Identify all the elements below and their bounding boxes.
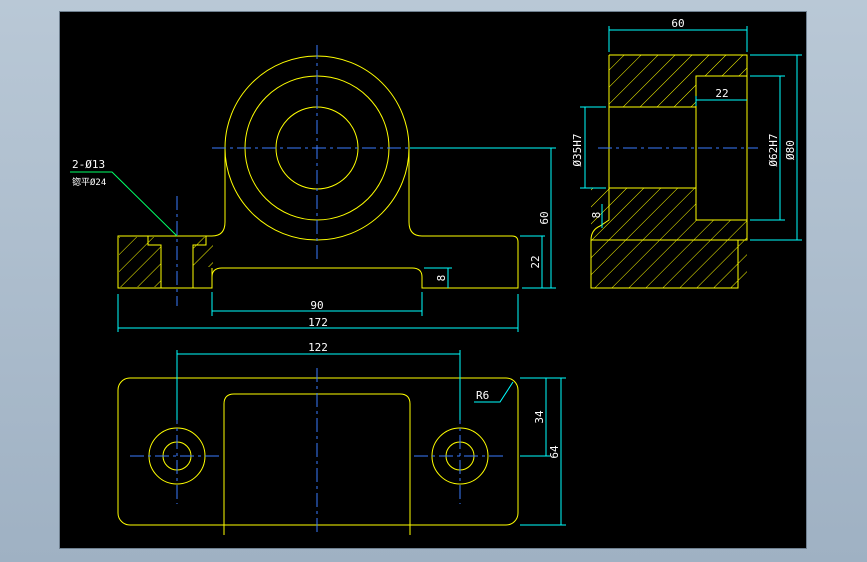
radius-leader (474, 381, 514, 403)
dim-bore-35: Ø35H7 (571, 133, 584, 166)
top-centerlines (130, 368, 507, 535)
front-centerlines (176, 45, 420, 306)
dim-60: 60 (538, 211, 551, 224)
dim-bore-62: Ø62H7 (767, 133, 780, 166)
hole-callout-text: 2-Ø13 (72, 158, 105, 171)
body-outline (117, 148, 519, 289)
front-dimensions (117, 147, 556, 332)
dim-172: 172 (308, 316, 328, 329)
dim-8: 8 (435, 275, 448, 282)
front-view (117, 55, 519, 289)
top-dim-text: 122 64 34 R6 (308, 341, 561, 459)
dim-34: 34 (533, 410, 546, 424)
dim-side-22: 22 (715, 87, 728, 100)
dim-outer-80: Ø80 (784, 140, 797, 160)
counterbore-outline (147, 236, 207, 288)
dim-step-8: 8 (590, 212, 603, 219)
dim-64: 64 (548, 445, 561, 459)
radius-r6: R6 (476, 389, 489, 402)
top-dimensions (176, 350, 566, 526)
callout-leader (70, 171, 178, 237)
dim-90: 90 (310, 299, 323, 312)
dim-122: 122 (308, 341, 328, 354)
side-dimensions (580, 26, 802, 241)
drawing-canvas[interactable]: 172 90 60 22 8 2-Ø13 锪平Ø24 (60, 12, 806, 548)
dim-22: 22 (529, 255, 542, 268)
side-view (590, 54, 758, 289)
counterbore-rect (695, 75, 748, 221)
left-section-hatch-b (193, 237, 213, 267)
base-plate-outline (117, 377, 519, 526)
front-dim-text: 172 90 60 22 8 (308, 211, 551, 329)
bore-clear-upper (696, 76, 747, 107)
hole-callout: 2-Ø13 锪平Ø24 (70, 158, 178, 237)
bore-clear-lower (696, 188, 747, 220)
dim-side-60: 60 (671, 17, 684, 30)
counterbore-text: 锪平Ø24 (72, 176, 106, 188)
engineering-drawing: 172 90 60 22 8 2-Ø13 锪平Ø24 (70, 17, 802, 535)
side-dim-text: 60 22 Ø35H7 Ø62H7 Ø80 8 (571, 17, 797, 218)
